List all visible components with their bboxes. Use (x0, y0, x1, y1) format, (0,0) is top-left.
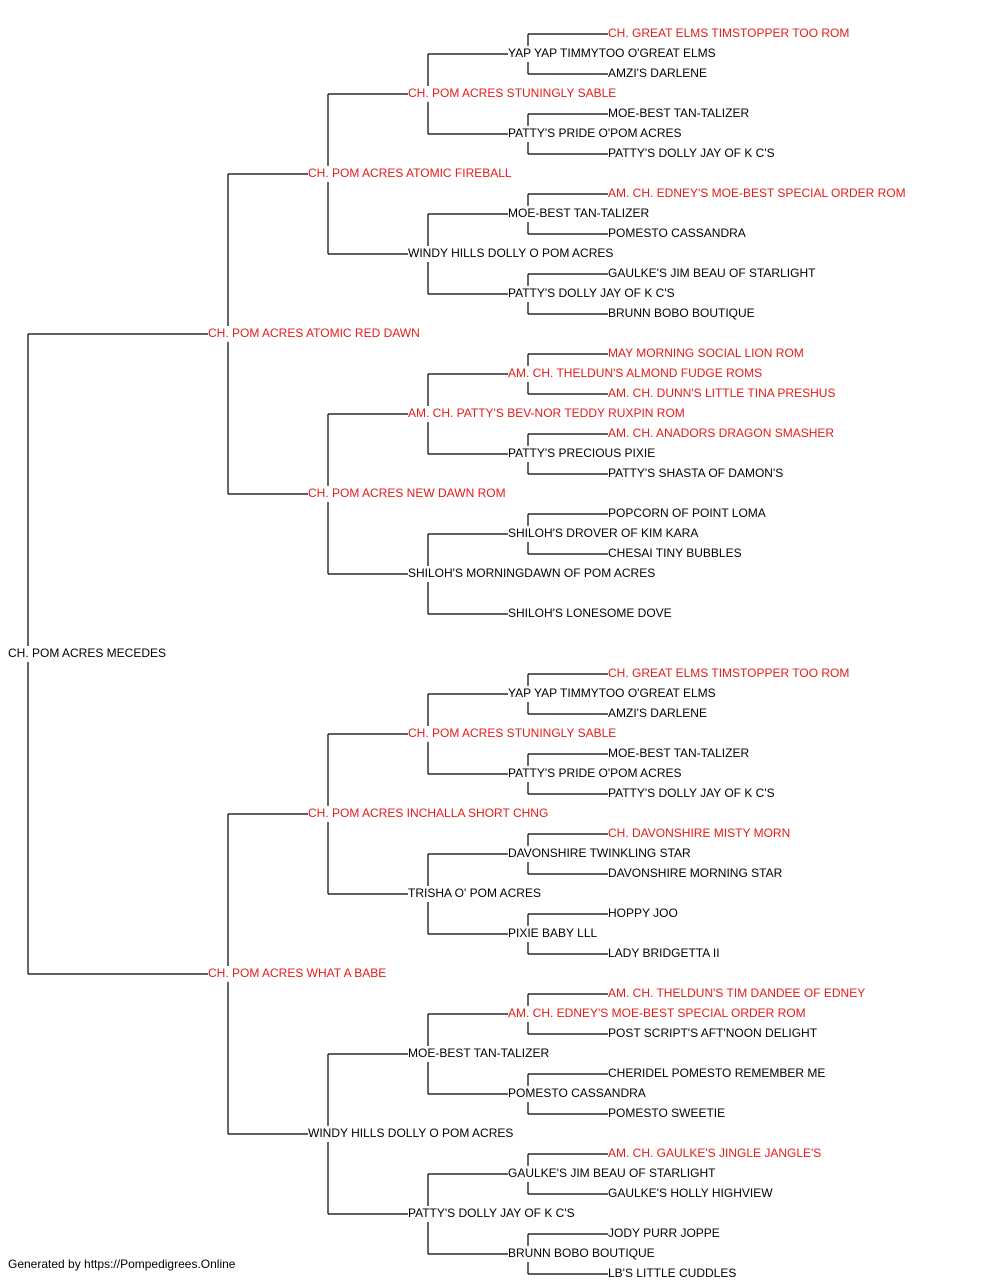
ancestor-name[interactable]: TRISHA O' POM ACRES (408, 886, 543, 900)
ancestor-name[interactable]: SHILOH'S DROVER OF KIM KARA (508, 526, 701, 540)
ancestor-name[interactable]: CH. POM ACRES ATOMIC FIREBALL (308, 166, 514, 180)
ancestor-name[interactable]: CH. GREAT ELMS TIMSTOPPER TOO ROM (608, 666, 852, 680)
ancestor-name[interactable]: MAY MORNING SOCIAL LION ROM (608, 346, 806, 360)
ancestor-name[interactable]: LB'S LITTLE CUDDLES (608, 1266, 739, 1280)
ancestor-name[interactable]: HOPPY JOO (608, 906, 680, 920)
ancestor-name[interactable]: PATTY'S PRIDE O'POM ACRES (508, 766, 684, 780)
ancestor-name[interactable]: AM. CH. THELDUN'S TIM DANDEE OF EDNEY (608, 986, 868, 1000)
ancestor-name[interactable]: CH. POM ACRES ATOMIC RED DAWN (208, 326, 422, 340)
dog-name[interactable]: CH. POM ACRES MECEDES (8, 646, 169, 660)
ancestor-name[interactable]: DAVONSHIRE TWINKLING STAR (508, 846, 693, 860)
ancestor-name[interactable]: GAULKE'S JIM BEAU OF STARLIGHT (508, 1166, 718, 1180)
ancestor-name[interactable]: AM. CH. DUNN'S LITTLE TINA PRESHUS (608, 386, 838, 400)
ancestor-name[interactable]: LADY BRIDGETTA II (608, 946, 722, 960)
ancestor-name[interactable]: POST SCRIPT'S AFT'NOON DELIGHT (608, 1026, 820, 1040)
ancestor-name[interactable]: CH. POM ACRES INCHALLA SHORT CHNG (308, 806, 551, 820)
ancestor-name[interactable]: SHILOH'S MORNINGDAWN OF POM ACRES (408, 566, 658, 580)
ancestor-name[interactable]: AMZI'S DARLENE (608, 706, 709, 720)
ancestor-name[interactable]: CH. POM ACRES NEW DAWN ROM (308, 486, 508, 500)
ancestor-name[interactable]: PATTY'S DOLLY JAY OF K C'S (508, 286, 677, 300)
ancestor-name[interactable]: AM. CH. ANADORS DRAGON SMASHER (608, 426, 837, 440)
ancestor-name[interactable]: WINDY HILLS DOLLY O POM ACRES (408, 246, 616, 260)
ancestor-name[interactable]: CH. DAVONSHIRE MISTY MORN (608, 826, 793, 840)
ancestor-name[interactable]: POMESTO CASSANDRA (608, 226, 748, 240)
ancestor-name[interactable]: CH. GREAT ELMS TIMSTOPPER TOO ROM (608, 26, 852, 40)
generated-by-footer: Generated by https://Pompedigrees.Online (8, 1257, 236, 1271)
ancestor-name[interactable]: MOE-BEST TAN-TALIZER (608, 106, 752, 120)
ancestor-name[interactable]: PIXIE BABY LLL (508, 926, 600, 940)
ancestor-name[interactable]: YAP YAP TIMMYTOO O'GREAT ELMS (508, 686, 718, 700)
ancestor-name[interactable]: GAULKE'S HOLLY HIGHVIEW (608, 1186, 775, 1200)
ancestor-name[interactable]: AM. CH. GAULKE'S JINGLE JANGLE'S (608, 1146, 824, 1160)
ancestor-name[interactable]: PATTY'S SHASTA OF DAMON'S (608, 466, 786, 480)
ancestor-name[interactable]: MOE-BEST TAN-TALIZER (508, 206, 652, 220)
ancestor-name[interactable]: PATTY'S DOLLY JAY OF K C'S (608, 146, 777, 160)
ancestor-name[interactable]: WINDY HILLS DOLLY O POM ACRES (308, 1126, 516, 1140)
ancestor-name[interactable]: CHERIDEL POMESTO REMEMBER ME (608, 1066, 828, 1080)
ancestor-name[interactable]: AM. CH. EDNEY'S MOE-BEST SPECIAL ORDER R… (608, 186, 908, 200)
ancestor-name[interactable]: CH. POM ACRES STUNINGLY SABLE (408, 86, 619, 100)
ancestor-name[interactable]: POMESTO CASSANDRA (508, 1086, 648, 1100)
ancestor-name[interactable]: POMESTO SWEETIE (608, 1106, 728, 1120)
ancestor-name[interactable]: PATTY'S DOLLY JAY OF K C'S (408, 1206, 577, 1220)
ancestor-name[interactable]: MOE-BEST TAN-TALIZER (408, 1046, 552, 1060)
ancestor-name[interactable]: MOE-BEST TAN-TALIZER (608, 746, 752, 760)
ancestor-name[interactable]: CH. POM ACRES STUNINGLY SABLE (408, 726, 619, 740)
ancestor-name[interactable]: PATTY'S PRECIOUS PIXIE (508, 446, 658, 460)
ancestor-name[interactable]: DAVONSHIRE MORNING STAR (608, 866, 785, 880)
ancestor-name[interactable]: BRUNN BOBO BOUTIQUE (608, 306, 757, 320)
ancestor-name[interactable]: AM. CH. PATTY'S BEV-NOR TEDDY RUXPIN ROM (408, 406, 687, 420)
ancestor-name[interactable]: AM. CH. EDNEY'S MOE-BEST SPECIAL ORDER R… (508, 1006, 808, 1020)
ancestor-name[interactable]: GAULKE'S JIM BEAU OF STARLIGHT (608, 266, 818, 280)
ancestor-name[interactable]: CHESAI TINY BUBBLES (608, 546, 744, 560)
ancestor-name[interactable]: BRUNN BOBO BOUTIQUE (508, 1246, 657, 1260)
ancestor-name[interactable]: AMZI'S DARLENE (608, 66, 709, 80)
ancestor-name[interactable]: YAP YAP TIMMYTOO O'GREAT ELMS (508, 46, 718, 60)
ancestor-name[interactable]: CH. POM ACRES WHAT A BABE (208, 966, 389, 980)
ancestor-name[interactable]: AM. CH. THELDUN'S ALMOND FUDGE ROMS (508, 366, 765, 380)
ancestor-name[interactable]: SHILOH'S LONESOME DOVE (508, 606, 674, 620)
ancestor-name[interactable]: PATTY'S DOLLY JAY OF K C'S (608, 786, 777, 800)
ancestor-name[interactable]: PATTY'S PRIDE O'POM ACRES (508, 126, 684, 140)
ancestor-name[interactable]: JODY PURR JOPPE (608, 1226, 722, 1240)
ancestor-name[interactable]: POPCORN OF POINT LOMA (608, 506, 768, 520)
